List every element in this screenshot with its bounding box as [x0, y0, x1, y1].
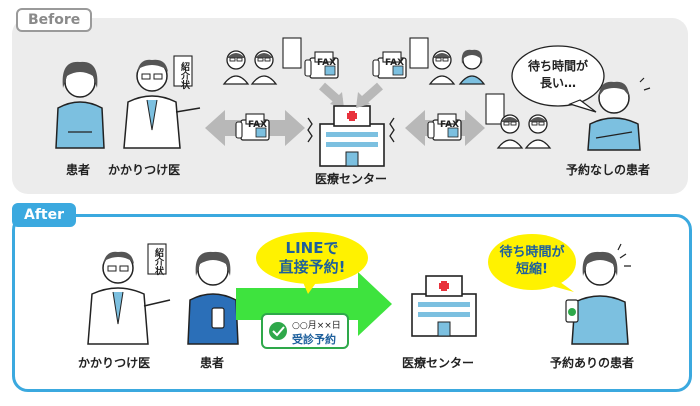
before-label-no-reservation-patient: 予約なしの患者	[566, 163, 651, 177]
after-patient-figure	[187, 251, 239, 345]
after-phone-status: 受診予約	[292, 333, 336, 346]
after-check-icon	[269, 322, 287, 340]
before-hospital-icon	[319, 105, 385, 167]
after-wait-bubble-line-2: 短縮!	[516, 262, 548, 277]
after-reservation-card	[261, 313, 349, 349]
after-label-family-doctor: かかりつけ医	[78, 356, 151, 370]
before-doctor-figure	[123, 59, 201, 149]
before-speech-line-2: 長い…	[539, 76, 576, 90]
before-top-right-referral-icon	[409, 37, 429, 69]
after-wait-bubble-line-1: 待ち時間が	[499, 245, 565, 260]
after-line-bubble	[256, 232, 368, 284]
before-patient-figure	[55, 61, 105, 149]
after-line-bubble-text: LINEで 直接予約!	[262, 239, 362, 277]
before-top-left-referral-icon	[282, 37, 302, 69]
after-wait-bubble	[488, 234, 576, 290]
before-top-doctor-2	[251, 50, 277, 85]
after-label-patient: 患者	[200, 356, 225, 370]
after-label-medical-center: 医療センター	[402, 356, 475, 370]
before-label-family-doctor: かかりつけ医	[108, 163, 181, 177]
before-speech-line-1: 待ち時間が	[527, 59, 588, 73]
before-label-patient: 患者	[66, 163, 91, 177]
before-top-left-fax-text: FAX	[317, 58, 337, 68]
before-right-referral-icon	[485, 93, 505, 125]
after-phone-date: ○○月××日	[292, 321, 341, 331]
before-top-right-doctor	[429, 50, 455, 85]
after-hospital-icon	[411, 275, 477, 337]
after-doctor-figure	[87, 251, 171, 345]
after-line-bubble-line-2: 直接予約!	[278, 258, 346, 276]
after-reserved-patient-figure	[565, 243, 631, 345]
before-tag: Before	[16, 8, 93, 32]
before-right-doctor-2	[525, 114, 551, 149]
before-speech-text: 待ち時間が 長い…	[518, 58, 598, 92]
after-label-reserved-patient: 予約ありの患者	[550, 356, 635, 370]
after-referral-text: 紹介状	[153, 248, 163, 275]
before-waiting-patient-figure	[587, 77, 651, 151]
before-label-medical-center: 医療センター	[315, 172, 388, 186]
before-speech-bubble	[511, 45, 605, 107]
before-top-right-fax-text: FAX	[385, 58, 405, 68]
before-referral-text: 紹介状	[179, 62, 189, 89]
after-tag: After	[12, 203, 77, 227]
before-left-fax-text: FAX	[248, 120, 268, 130]
before-top-right-woman	[459, 49, 485, 85]
after-wait-bubble-text: 待ち時間が 短縮!	[492, 244, 572, 278]
before-top-doctor-1	[223, 50, 249, 85]
before-right-fax-text: FAX	[440, 120, 460, 130]
before-right-doctor-1	[497, 114, 523, 149]
after-line-bubble-line-1: LINEで	[285, 239, 339, 257]
